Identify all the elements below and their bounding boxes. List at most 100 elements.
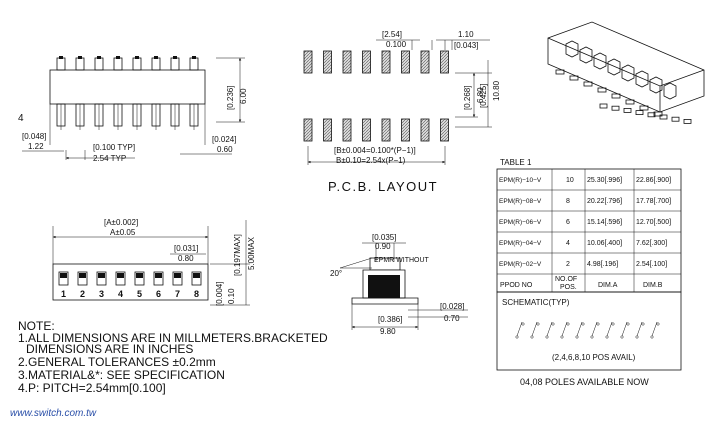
table-header-dim-b: DIM.B [643,282,663,289]
top-view: 4 [0.048] 1.22 [0.100 TYP] 2.54 TYP [0.0… [18,56,248,163]
dim-slot-inch: [0.031] [174,244,198,253]
dim-lead-inch: [0.004] [215,282,224,306]
schematic-switch-contact [641,322,645,326]
schematic-switch-lever [606,321,613,337]
pcb-pad-row-top [303,50,449,74]
table-cell-ppod: EPM(R)−08−V [499,198,542,205]
schematic-switch-contact [575,335,579,339]
top-pin-upper-tip [59,56,63,59]
front-slot-actuator [60,273,67,278]
pcb-pad [323,118,332,142]
pcb-pad [303,50,313,74]
table-cell-pos: 8 [566,198,570,205]
isometric-actuator [635,70,649,88]
top-pin-upper [56,57,66,71]
pcb-dim-row-mm: 6.80 [476,87,485,103]
table-cell-pos: 4 [566,240,570,247]
table-footer: 04,08 POLES AVAILABLE NOW [520,377,649,387]
pcb-pad [440,50,449,74]
pcb-pad [401,118,410,142]
schematic-switch-contact [521,322,525,326]
dim-pitch-mm: 2.54 TYP [93,154,126,163]
front-position-label: 4 [118,289,123,299]
schematic-note: (2,4,6,8,10 POS AVAIL) [552,353,636,362]
pcb-pad-row-bottom [303,118,449,142]
schematic-switch-lever [546,321,553,337]
schematic-switch-lever [636,321,643,337]
front-slot-actuator [155,273,162,278]
dim-a-inch: [A±0.002] [104,218,138,227]
front-slot [115,271,126,286]
isometric-actuator [663,82,677,100]
isometric-lead-front [647,112,656,118]
schematic-switches [515,321,660,339]
isometric-leads [555,69,692,124]
side-angle: 20° [330,269,342,278]
notes-block: NOTE: 1.ALL DIMENSIONS ARE IN MILLMETERS… [10,319,328,419]
pcb-pad [401,50,410,74]
table-cell-dim-b: 17.78[.700] [636,198,671,205]
isometric-lead-front [611,105,620,111]
front-slot [96,271,107,286]
isometric-actuators [565,40,677,100]
pcb-dim-b-mm: B±0.10=2.54x(P−1) [336,156,406,165]
front-slot-actuator [193,273,200,278]
top-pin-upper-tip [192,56,196,59]
schematic-switch-lever [621,321,628,337]
pcb-pad [420,50,430,74]
note-line-1b: DIMENSIONS ARE IN INCHES [26,342,193,356]
pcb-dim-outer-inch: [0.425] [479,84,488,108]
schematic-switch-contact [566,322,570,326]
dim-height-mm: 6.00 [239,88,248,104]
dim-right-mm: 0.60 [217,145,233,154]
schematic-switch-lever [591,321,598,337]
schematic-switch-lever [531,321,538,337]
isometric-view [547,21,705,124]
pcb-layout-title: P.C.B. LAYOUT [328,179,438,194]
front-position-label: 2 [80,289,85,299]
front-slot-actuator [79,273,86,278]
table-header-pos-1: NO.OF [555,276,577,283]
pcb-pad [420,118,430,142]
schematic-switch-lever [516,321,523,337]
top-pin-upper-tip [154,56,158,59]
top-pin-upper-tip [116,56,120,59]
notes-heading: NOTE: [18,319,55,333]
front-slot-actuator [174,273,181,278]
front-position-label: 8 [194,289,199,299]
table-cell-ppod: EPM(R)−04−V [499,240,542,247]
table-cell-dim-a: 20.22[.796] [587,198,622,205]
table-cell-pos: 6 [566,219,570,226]
schematic-title: SCHEMATIC(TYP) [502,298,570,307]
isometric-lead [653,111,663,117]
schematic-switch-contact [581,322,585,326]
dim-a-mm: A±0.05 [110,228,136,237]
side-dim-top-inch: [0.035] [372,233,396,242]
schematic-switch-contact [626,322,630,326]
isometric-lead-front [659,114,668,120]
isometric-actuator [565,40,579,58]
front-slot [153,271,164,286]
top-view-upper-pins [56,56,199,71]
pcb-dim-b-inch: [B±0.004=0.100*(P−1)] [334,146,416,155]
pcb-pad [323,50,332,74]
top-pin-upper-tip [78,56,82,59]
schematic-switch-contact [635,335,639,339]
front-slot [77,271,88,286]
dim-right-inch: [0.024] [212,135,236,144]
top-pin-upper-tip [135,56,139,59]
isometric-actuator [607,58,621,76]
front-slot-actuator [98,273,105,278]
isometric-lead [583,81,593,87]
front-slot [134,271,145,286]
table-cell-dim-b: 22.86[.900] [636,177,671,184]
table-header-ppod: PPOD NO [500,282,533,289]
isometric-lead-front [683,119,692,124]
top-pin-upper [75,57,85,71]
isometric-actuator [649,76,663,94]
watermark-url: www.switch.com.tw [10,408,97,419]
schematic-switch-contact [650,335,654,339]
